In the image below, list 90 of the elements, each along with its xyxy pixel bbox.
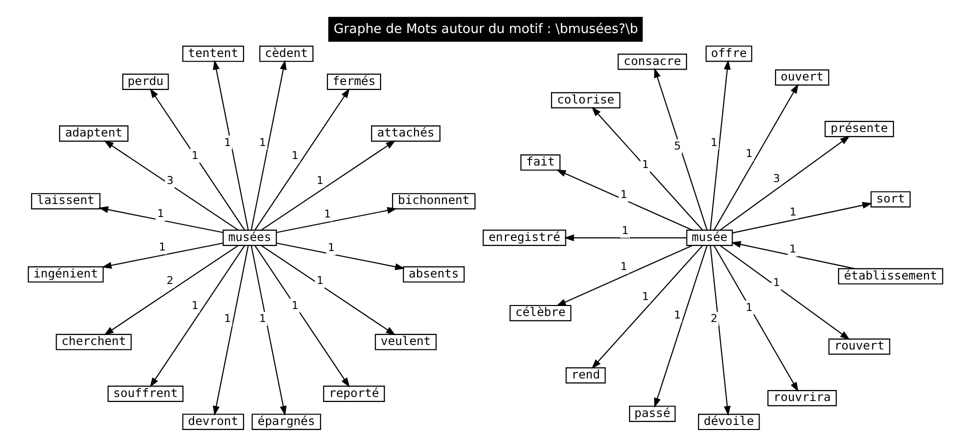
edge-label: 1 [746,300,753,314]
edge-label: 1 [773,276,780,290]
edge-label: 1 [674,308,681,322]
edge-label: 1 [316,174,324,187]
arrow [104,140,238,230]
node-box: offre [706,46,752,62]
node-box: devront [182,414,244,430]
arrow [592,106,703,230]
arrow [261,140,396,230]
node-box: ouvert [775,69,830,86]
arrow [250,60,287,230]
edge-label: 3 [773,172,780,185]
edge-label: 1 [642,290,649,303]
node-box: colorise [550,92,620,108]
edge-label: 1 [192,149,198,162]
node-box: perdu [122,74,169,90]
node-box: établissement [838,268,944,284]
arrow [564,234,686,242]
edge-label: 1 [192,298,198,312]
arrow [654,246,708,408]
arrow [212,246,249,416]
arrow [254,245,350,388]
node-box: rend [566,367,606,384]
edge-label: 1 [620,260,628,274]
node-box: rouvert [828,338,890,355]
arrow [261,245,396,336]
edge-label: 3 [166,174,174,187]
edge-label: 1 [324,208,331,221]
node-box: consacre [618,54,688,70]
arrow [254,88,350,230]
edge-label: 1 [158,240,166,254]
edge-label: 1 [292,298,299,312]
arrow [276,242,405,270]
node-box: reporté [323,386,385,402]
edge-label: 1 [710,136,718,149]
edge-label: 1 [790,205,796,218]
node-box: passé [629,406,676,422]
edge-label: 1 [789,242,796,256]
edge-label: 2 [710,312,718,326]
arrow [556,170,693,231]
node-box: ingénient [28,266,104,283]
node-box: musées [222,230,277,246]
arrow [104,245,238,336]
arrow [654,68,708,230]
node-box: épargnés [252,414,322,430]
node-box: veulent [374,334,437,350]
diagram-title: Graphe de Mots autour du motif : \bmusées?\b [334,22,638,38]
edge-label: 1 [259,136,266,149]
node-box: sort [870,191,911,208]
arrow [720,245,850,340]
edge-label: 5 [674,140,681,153]
node-box: célèbre [510,304,572,322]
arrow [212,60,249,230]
node-box: souffrent [108,386,184,402]
node-box: fermés [326,74,382,90]
arrow [102,242,224,269]
node-box: enregistré [482,230,566,246]
edge-label: 1 [316,274,324,288]
edge-label: 1 [746,147,753,160]
node-box: bichonnent [392,193,476,210]
edge-label: 1 [292,149,299,162]
arrow [150,245,245,388]
arrow [720,136,850,230]
arrow [150,88,245,230]
node-box: absents [402,266,465,283]
edge-label: 1 [157,207,164,220]
node-box: cèdent [259,46,314,62]
node-box: présente [824,120,894,138]
edge-label: 1 [620,188,628,201]
edge-label: 2 [166,274,174,288]
node-box: rouvrira [767,390,837,406]
arrow [592,245,703,369]
edge-label: 1 [622,224,629,238]
arrow [556,244,693,306]
node-box: cherchent [56,334,132,350]
edge-label: 1 [224,312,231,326]
arrow [732,202,872,234]
node-box: dévoile [698,414,760,430]
edge-label: 1 [259,312,266,326]
edge-label: 1 [328,241,335,254]
arrow [250,246,287,416]
edge-label: 1 [224,136,231,149]
edge-label: 1 [642,158,649,172]
node-box: adaptent [59,125,128,142]
arrow [714,245,798,392]
node-box: musée [686,230,733,246]
node-box: fait [520,154,560,171]
node-box: attachés [371,125,440,142]
node-box: tentent [182,46,244,62]
node-box: laissent [31,193,100,210]
